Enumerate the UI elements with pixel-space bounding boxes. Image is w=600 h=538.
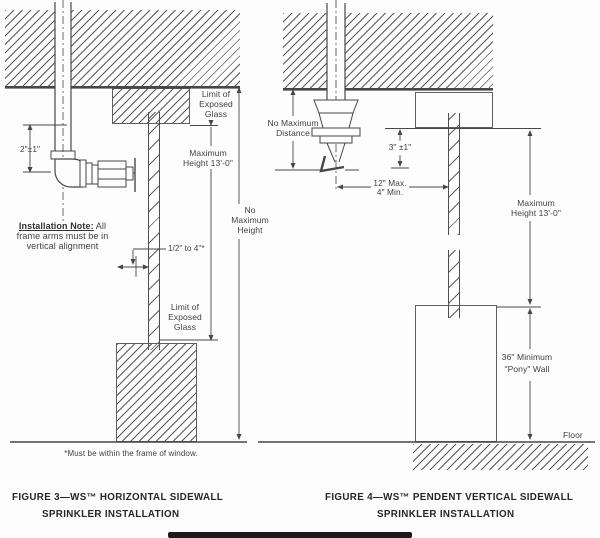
label-line: Maximum <box>189 148 227 158</box>
label-line: Distance <box>276 128 310 138</box>
fig3-offset-dimension-label: 2"±1" <box>19 144 41 154</box>
separator-bar <box>168 532 412 538</box>
label-line: Installation Note: All <box>5 221 120 231</box>
fig3-pipe <box>50 0 76 223</box>
label-line: Height 13'-0" <box>183 158 233 168</box>
fig3-gap-dimension-label: 1/2" to 4"* <box>168 244 205 253</box>
label-line: 4" Min. <box>376 187 404 197</box>
fig4-floor-label: Floor <box>563 430 583 440</box>
label-line: "Pony" Wall <box>504 363 550 374</box>
fig3-horizontal-sidewall-sprinkler <box>79 158 136 192</box>
fig4-no-max-distance-label: No Maximum Distance <box>264 118 322 138</box>
label-line: Maximum <box>231 215 269 225</box>
fig4-glass-pane-upper <box>448 113 460 235</box>
fig3-installation-note: Installation Note: All frame arms must b… <box>5 221 120 251</box>
label-line: Exposed <box>199 99 233 109</box>
fig3-limit-glass-bottom-label: Limit of Exposed Glass <box>162 302 208 332</box>
fig4-max-height-label: Maximum Height 13'-0" <box>508 198 564 218</box>
label-line: No Maximum <box>267 118 319 128</box>
label-line: Glass <box>173 322 197 332</box>
fig4-ceiling-hatch <box>283 13 493 89</box>
label-line: frame arms must be in <box>16 231 109 241</box>
fig3-max-height-label: Maximum Height 13'-0" <box>183 148 233 168</box>
label-line: Limit of <box>201 89 231 99</box>
fig4-structure-lines <box>258 88 595 443</box>
label-line: 12" Max. <box>373 178 407 188</box>
label-line: Exposed <box>168 312 202 322</box>
fig4-caption-line2: SPRINKLER INSTALLATION <box>377 509 515 520</box>
fig3-dimension-lines <box>23 87 242 440</box>
fig3-caption-line2: SPRINKLER INSTALLATION <box>42 509 180 520</box>
fig4-floor-hatch <box>413 444 588 470</box>
fig4-dimension-lines <box>290 89 541 440</box>
fig4-pipe <box>326 0 346 192</box>
fig4-drop-dimension-label: 3" ±1" <box>388 142 412 152</box>
label-line: Glass <box>204 109 228 119</box>
fig3-structure-lines <box>5 86 247 443</box>
fig3-ceiling-hatch <box>5 10 240 87</box>
fig4-pendent-sprinkler <box>275 99 361 173</box>
fig3-caption-line1: FIGURE 3—WS™ HORIZONTAL SIDEWALL <box>12 492 224 503</box>
label-line: Height 13'-0" <box>511 208 561 218</box>
fig4-caption-line1: FIGURE 4—WS™ PENDENT VERTICAL SIDEWALL <box>325 492 574 503</box>
fig4-glass-pane-lower <box>448 250 460 318</box>
installation-note-rest: All <box>93 221 107 231</box>
installation-note-heading: Installation Note: <box>18 221 94 231</box>
label-line: Limit of <box>170 302 200 312</box>
label-line: vertical alignment <box>26 241 99 251</box>
label-line: Maximum <box>517 198 555 208</box>
fig3-footnote: *Must be within the frame of window. <box>64 449 198 458</box>
fig3-elbow-fitting <box>54 158 82 188</box>
fig3-glass-pane <box>148 112 160 350</box>
fig3-limit-glass-top-label: Limit of Exposed Glass <box>193 89 239 119</box>
fig4-pony-wall-label: 36" Minimum "Pony" Wall <box>498 352 556 375</box>
fig3-no-max-height-label: No Maximum Height <box>230 205 270 235</box>
label-line: Height <box>237 225 263 235</box>
label-line: No <box>244 205 256 215</box>
label-line: 36" Minimum <box>501 352 553 362</box>
fig4-horizontal-dimension-label: 12" Max. 4" Min. <box>366 179 414 197</box>
